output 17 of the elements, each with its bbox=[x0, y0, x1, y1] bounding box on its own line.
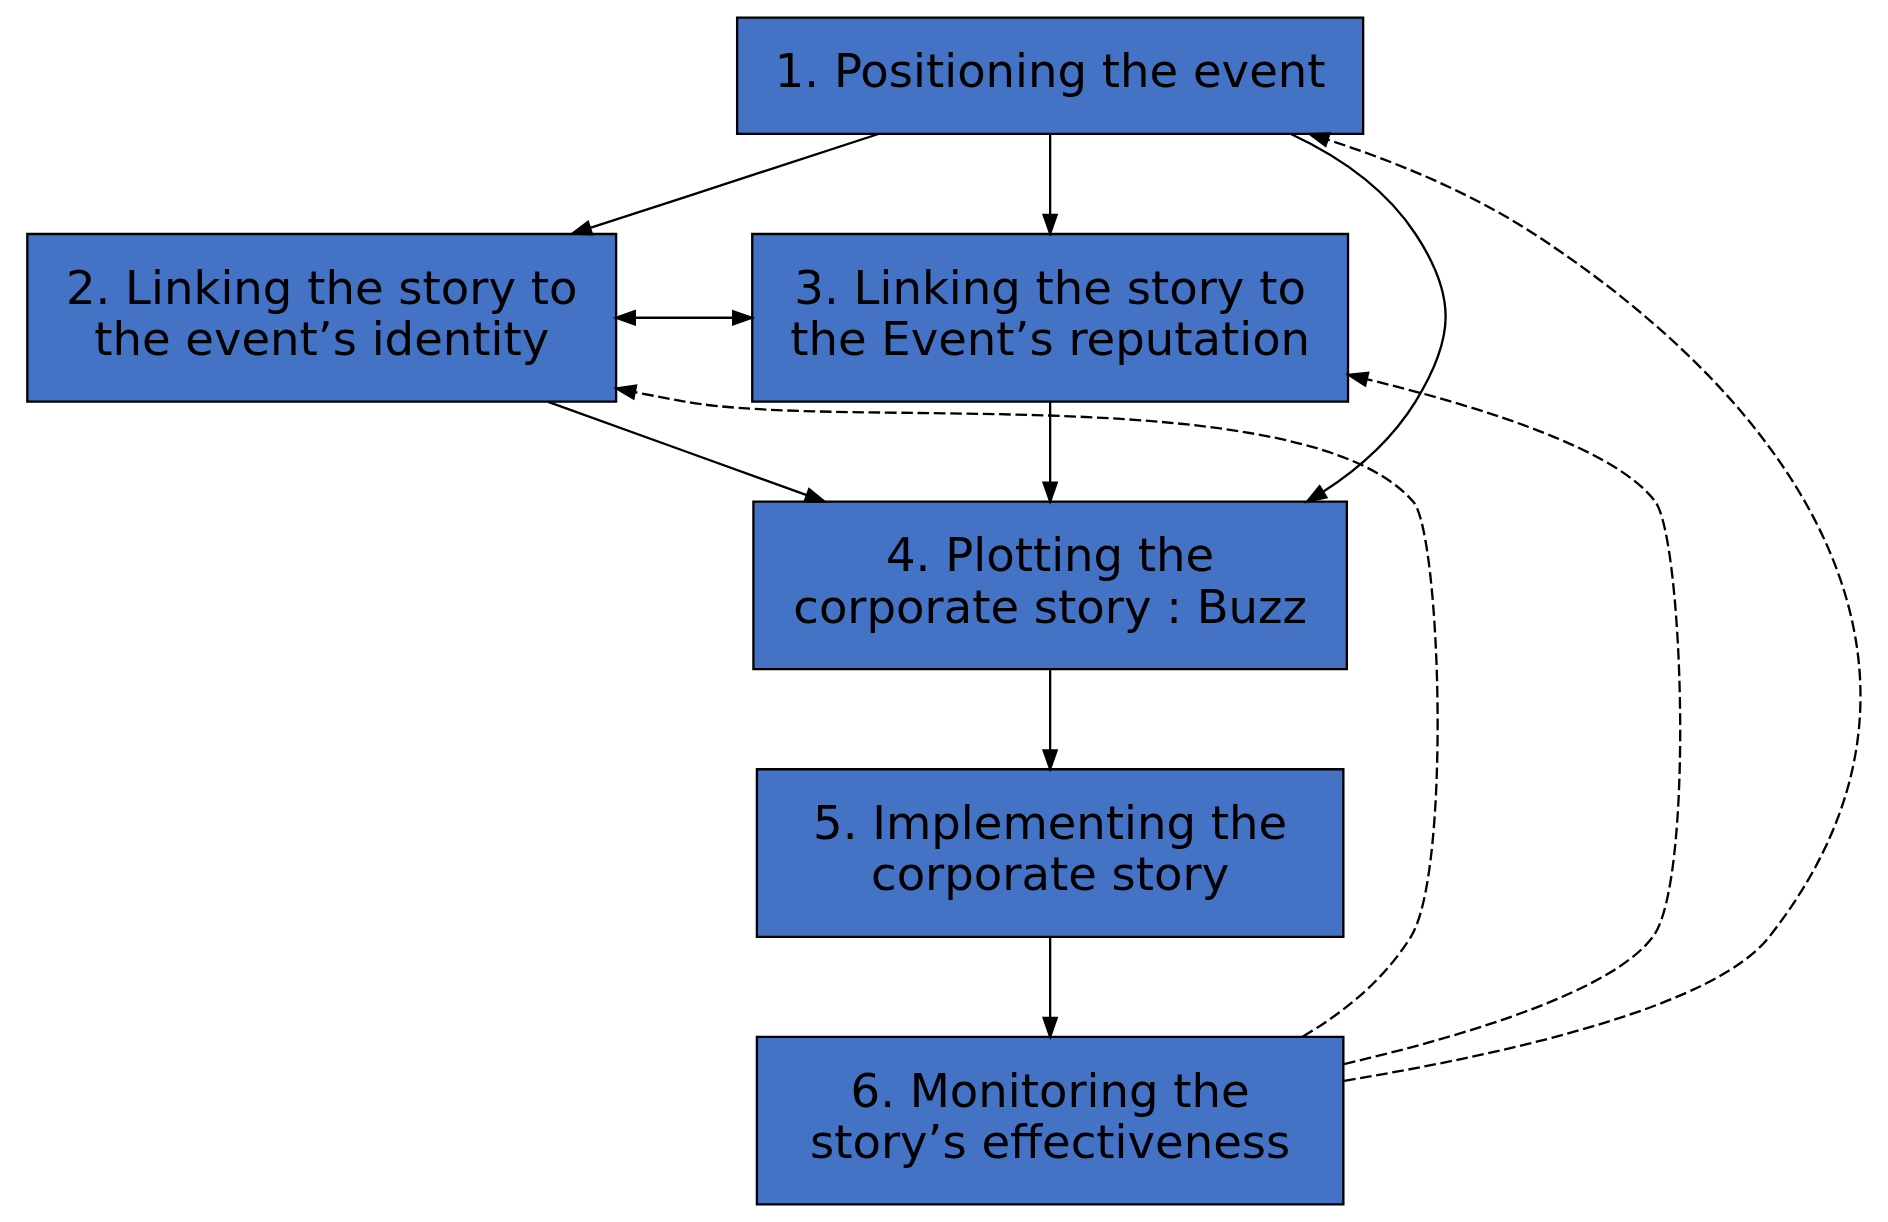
arrow bbox=[1041, 134, 1058, 238]
arrow bbox=[547, 400, 828, 503]
arrow bbox=[1041, 669, 1058, 773]
arrow bbox=[1305, 132, 1861, 1082]
node-box: 1. Positioning the event bbox=[735, 16, 1364, 136]
arrow bbox=[568, 132, 879, 236]
arrow bbox=[1041, 401, 1058, 505]
arrow bbox=[1290, 133, 1447, 504]
node-box: 4. Plotting the corporate story : Buzz bbox=[751, 500, 1348, 671]
node-box: 2. Linking the story to the event’s identity bbox=[25, 232, 617, 403]
arrow bbox=[1343, 371, 1681, 1066]
node-box: 5. Implementing the corporate story bbox=[755, 768, 1345, 938]
arrow bbox=[1041, 937, 1058, 1041]
arrow bbox=[612, 309, 755, 326]
arrow bbox=[612, 384, 1439, 1038]
node-box: 6. Monitoring the story’s effectiveness bbox=[755, 1035, 1345, 1206]
node-box: 3. Linking the story to the Event’s reputation bbox=[750, 232, 1349, 403]
